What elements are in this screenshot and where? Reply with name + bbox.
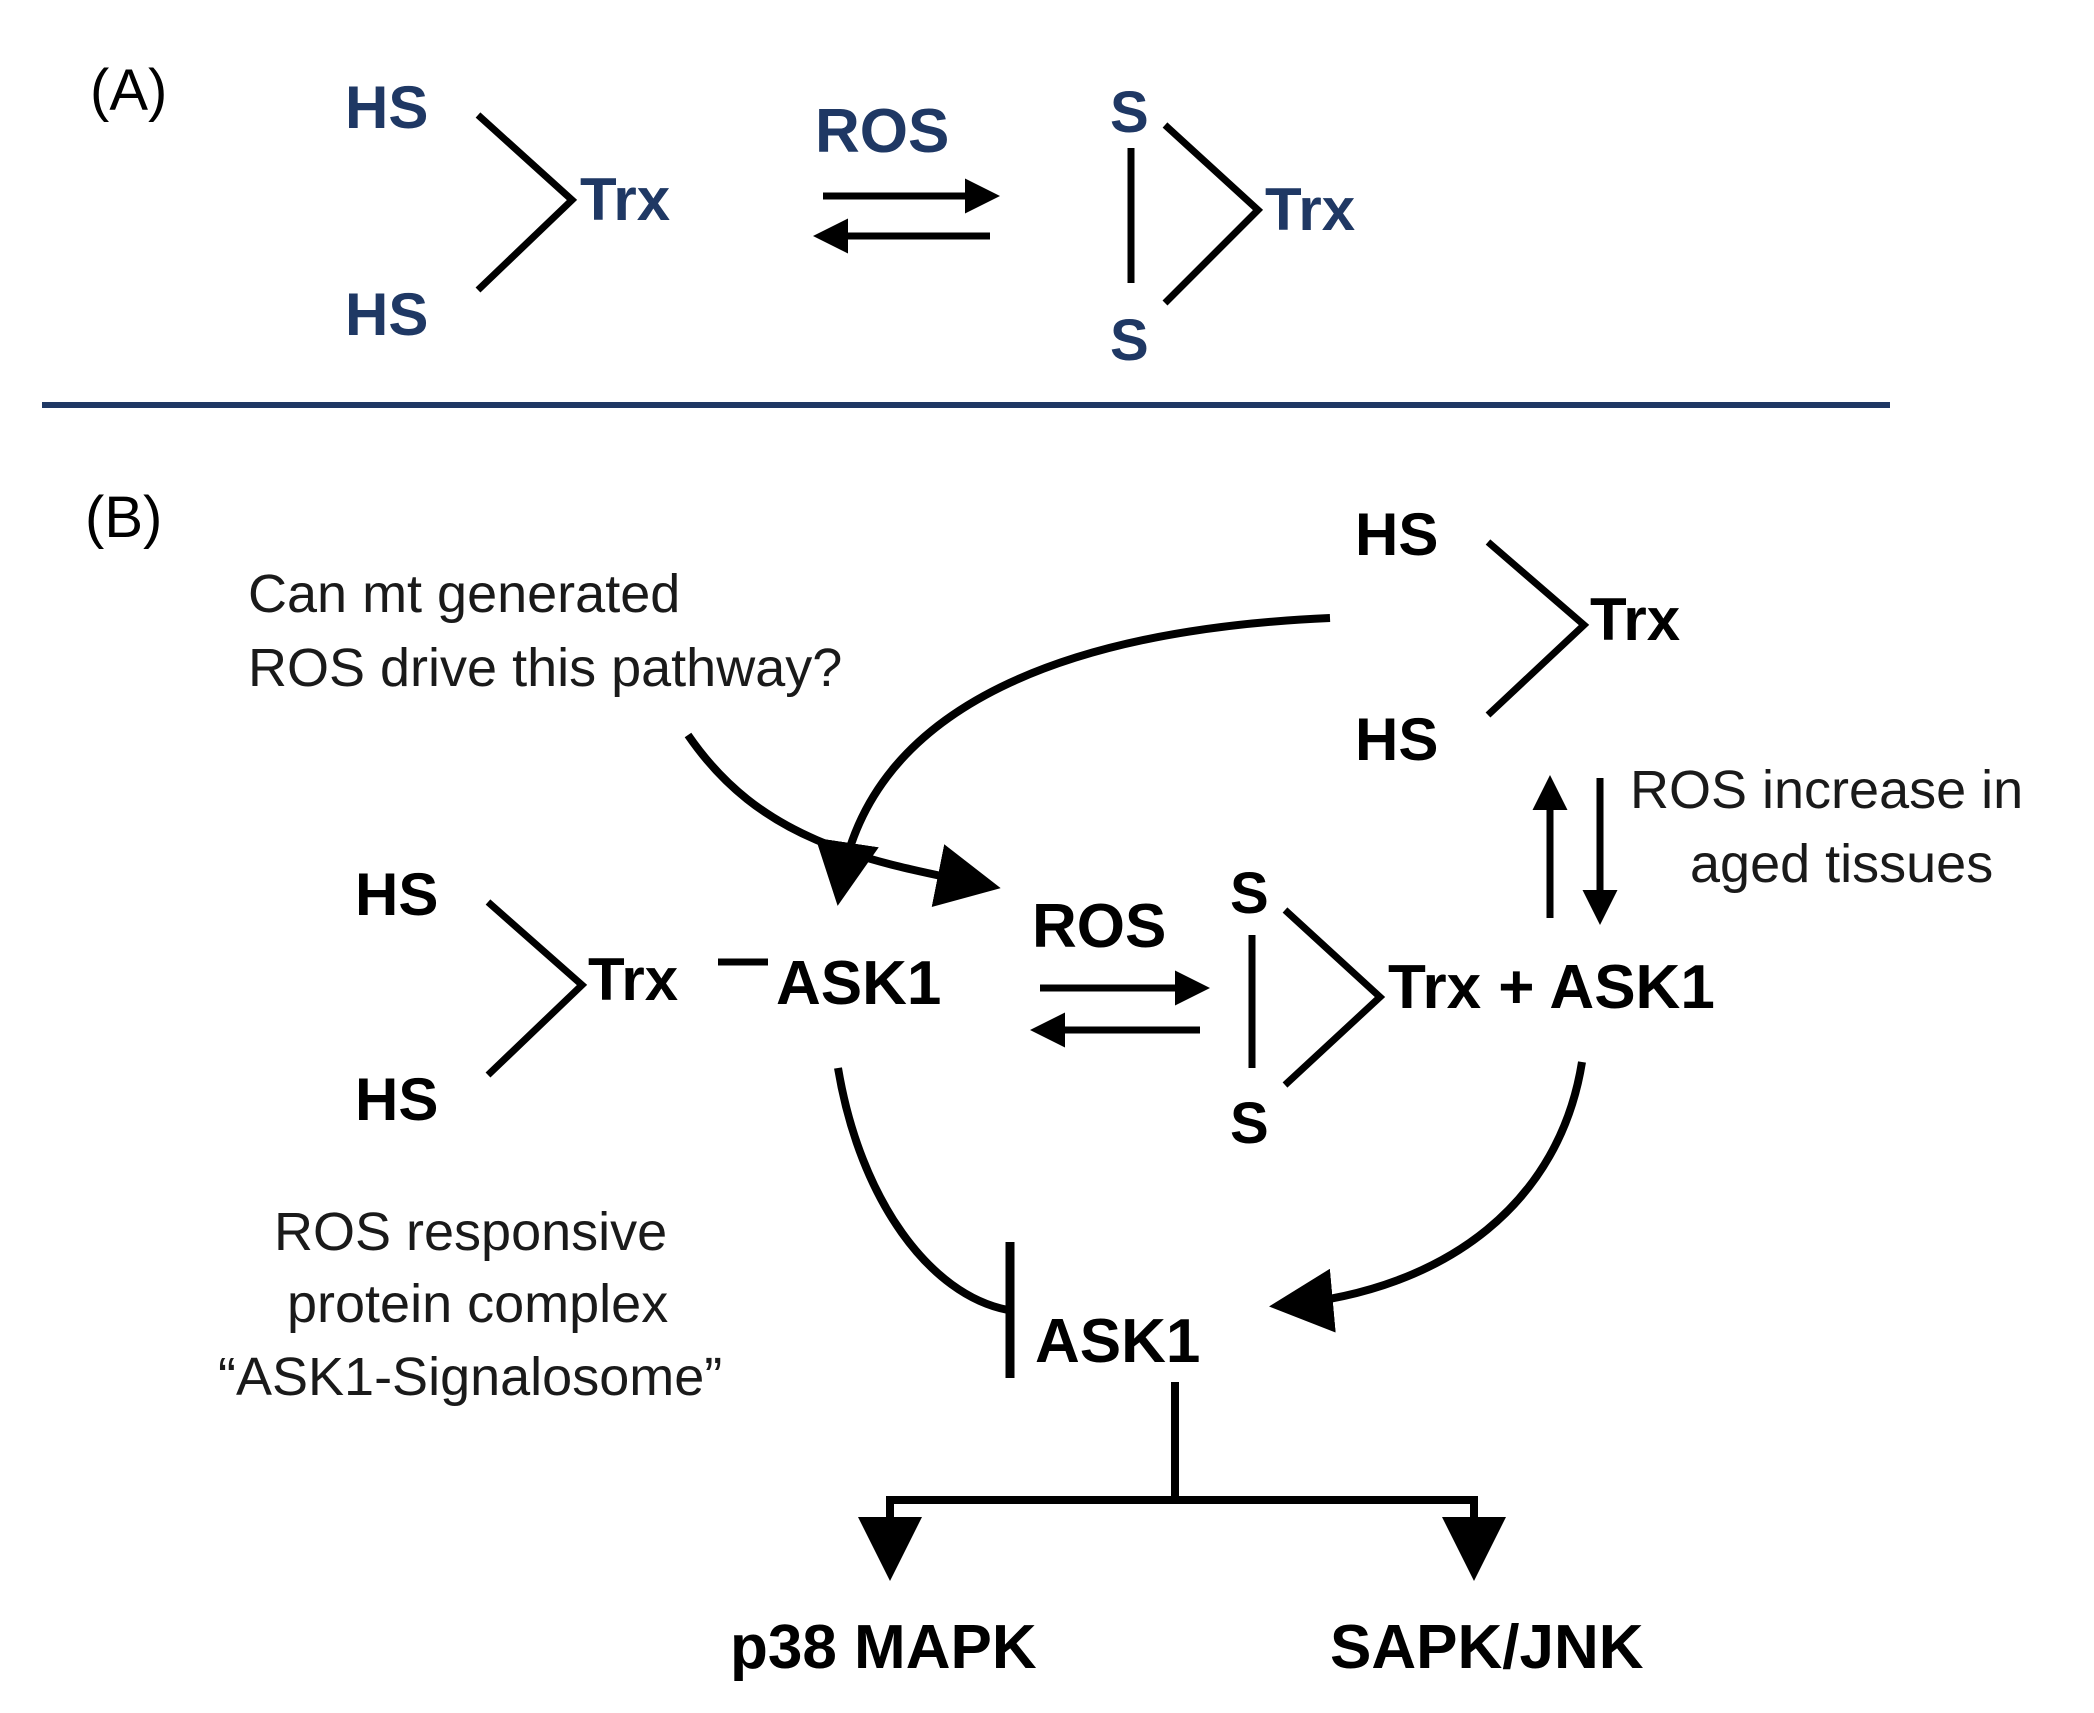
- panel-a-oxidized-s-bottom: S: [1110, 308, 1149, 373]
- signalosome-line-2: protein complex: [287, 1274, 668, 1334]
- panel-a-reduced-hs-bottom: HS: [345, 281, 428, 348]
- inhibition-curve: [834, 1067, 1009, 1314]
- output-sapk-jnk: SAPK/JNK: [1330, 1613, 1644, 1682]
- trx-binding-arrow: [815, 614, 1331, 906]
- complex-ask1: ASK1: [776, 949, 941, 1018]
- panel-b-s-bottom: S: [1230, 1091, 1269, 1156]
- complex-trx: Trx: [588, 946, 678, 1013]
- panel-a-reduced-trx: Trx: [580, 166, 670, 233]
- ros-note-line-2: aged tissues: [1690, 834, 1993, 894]
- signalosome-line-3: “ASK1-Signalosome”: [218, 1347, 722, 1407]
- question-arrow: [684, 732, 1001, 907]
- panel-a-oxidized-bond-lines: [1162, 122, 1264, 306]
- top-right-hs-top: HS: [1355, 501, 1438, 568]
- panel-a-oxidized-trx: Trx: [1265, 176, 1355, 243]
- complex-hs-top: HS: [355, 861, 438, 928]
- panel-b-ros-label: ROS: [1032, 892, 1166, 961]
- output-p38-mapk: p38 MAPK: [730, 1613, 1037, 1682]
- panel-a: (A) HS HS Trx ROS S S Trx: [90, 58, 1355, 373]
- panel-a-ros-label: ROS: [815, 97, 949, 166]
- complex-hs-bottom: HS: [355, 1066, 438, 1133]
- top-right-hs-bottom: HS: [1355, 706, 1438, 773]
- panel-b: (B) Can mt generated ROS drive this path…: [85, 485, 2023, 1682]
- active-ask1: ASK1: [1035, 1307, 1200, 1376]
- panel-b-oxidized-bond-lines: [1282, 907, 1386, 1088]
- top-right-bond-lines: [1485, 539, 1590, 718]
- top-right-trx: Trx: [1590, 586, 1680, 653]
- signalosome-line-1: ROS responsive: [274, 1202, 667, 1262]
- panel-b-label: (B): [85, 485, 162, 550]
- panel-a-reduced-bond-lines: [475, 112, 578, 293]
- panel-a-reduced-hs-top: HS: [345, 74, 428, 141]
- panel-a-label: (A): [90, 58, 167, 123]
- ros-note-line-1: ROS increase in: [1630, 760, 2023, 820]
- activation-arrow: [1269, 1061, 1586, 1333]
- oxidized-trx-plus-ask1: Trx + ASK1: [1388, 953, 1715, 1022]
- panel-a-oxidized-s-top: S: [1110, 80, 1149, 145]
- question-line-1: Can mt generated: [248, 564, 680, 624]
- complex-bond-lines: [485, 899, 588, 1078]
- question-line-2: ROS drive this pathway?: [248, 638, 842, 698]
- panel-b-s-top: S: [1230, 861, 1269, 926]
